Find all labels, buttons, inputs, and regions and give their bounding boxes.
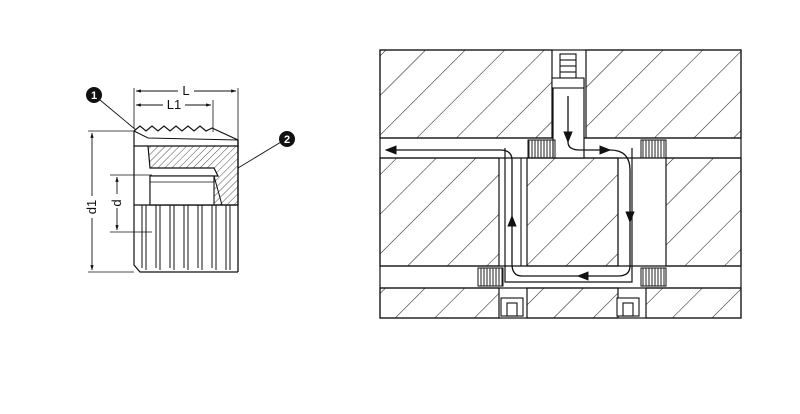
callout-1-label: 1 <box>91 90 97 102</box>
insert-body <box>133 125 239 273</box>
dimension-d: d <box>109 174 152 233</box>
insert-top-right <box>640 139 667 159</box>
bottom-plugs <box>500 297 640 317</box>
dimension-L: L <box>133 82 239 145</box>
callout-2: 2 <box>237 131 295 169</box>
insert-bottom-left <box>477 267 504 287</box>
plug-left <box>500 297 524 317</box>
dimension-d1: d1 <box>84 130 134 273</box>
callout-1: 1 <box>86 87 137 131</box>
dimension-L1-label: L1 <box>167 97 181 112</box>
callout-2-label: 2 <box>284 134 290 146</box>
external-thread-ribs <box>141 205 231 270</box>
dimension-L-label: L <box>182 83 189 98</box>
insert-bottom-right <box>640 267 667 287</box>
mold-plates <box>379 49 742 319</box>
dimension-d1-label: d1 <box>84 200 99 214</box>
plug-right <box>616 297 640 317</box>
mold-cooling-diagram <box>379 49 742 319</box>
insert-part-drawing: L L1 d1 d <box>84 82 295 273</box>
flow-path <box>384 96 635 281</box>
coolant-nipple <box>551 53 585 89</box>
dimension-d-label: d <box>109 199 124 206</box>
dimension-L1: L1 <box>135 97 214 132</box>
insert-top-left <box>527 139 556 159</box>
sleeve-inserts <box>477 139 667 287</box>
